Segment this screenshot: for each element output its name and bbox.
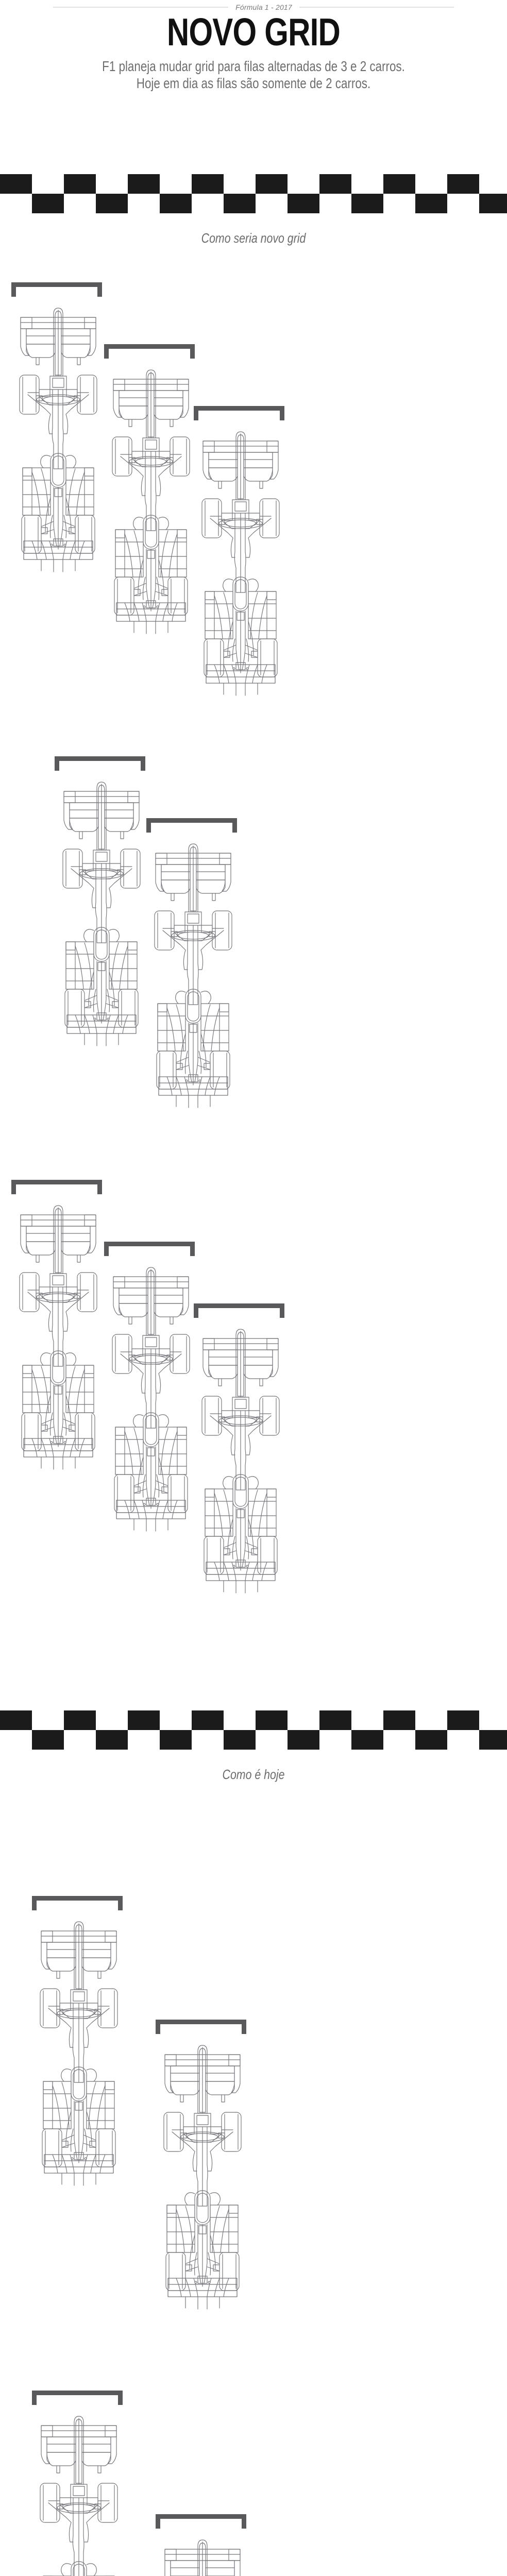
flag-square [447,174,479,194]
flag-square [32,194,64,213]
flag-square [96,194,128,213]
kicker-rule-right [299,7,454,8]
grid-slot-car-1 [9,282,107,587]
grid-slot-car-11 [30,2391,128,2576]
grid-slot-car-5 [144,818,242,1123]
f1-car-top-view [192,422,290,711]
flag-square [351,1730,383,1750]
flag-square [447,1710,479,1730]
f1-car-top-view [154,2036,251,2325]
f1-car-top-view [9,299,107,587]
section-label-current-grid: Como é hoje [222,1767,285,1782]
grid-box-bracket [156,2514,246,2529]
checkered-flag-top [0,174,507,213]
grid-box-bracket [32,2391,123,2405]
flag-square [0,174,32,194]
f1-car-top-view [144,835,242,1123]
grid-box-bracket [194,1303,284,1318]
flag-square [192,174,224,194]
grid-box-bracket [11,1180,102,1194]
grid-slot-car-8 [192,1303,290,1608]
flag-square [160,1730,192,1750]
subtitle-line-1: F1 planeja mudar grid para filas alterna… [102,58,405,74]
grid-slot-car-9 [30,1896,128,2201]
flag-square [288,194,319,213]
flag-square [319,1710,351,1730]
subtitle-line-2: Hoje em dia as filas são somente de 2 ca… [136,75,371,92]
grid-slot-car-3 [192,406,290,711]
flag-square [319,174,351,194]
flag-square [32,1730,64,1750]
grid-slot-car-4 [53,756,150,1061]
flag-square [128,174,160,194]
flag-square [256,174,288,194]
grid-box-bracket [194,406,284,420]
page-title: NOVO GRID [166,10,341,54]
flag-square [64,174,96,194]
kicker-row: Fórmula 1 - 2017 [0,3,507,11]
kicker-rule-left [53,7,229,8]
grid-slot-car-10 [154,2020,251,2325]
flag-square [479,194,507,213]
flag-square [256,1710,288,1730]
grid-box-bracket [156,2020,246,2034]
flag-square [64,1710,96,1730]
grid-box-bracket [146,818,237,833]
flag-square [383,174,415,194]
grid-box-bracket [11,282,102,297]
f1-car-top-view [30,1912,128,2201]
grid-slot-car-6 [9,1180,107,1485]
f1-car-top-view [53,773,150,1061]
flag-square [192,1710,224,1730]
flag-square [415,194,447,213]
kicker-text: Fórmula 1 - 2017 [235,3,292,11]
flag-square [224,194,256,213]
grid-slot-car-2 [102,344,200,649]
f1-car-top-view [192,1320,290,1608]
grid-box-bracket [104,1242,195,1256]
grid-slot-car-7 [102,1242,200,1547]
f1-car-top-view [102,1258,200,1547]
f1-car-top-view [154,2531,251,2576]
f1-car-top-view [30,2407,128,2576]
grid-slot-car-12 [154,2514,251,2576]
page-subtitle: F1 planeja mudar grid para filas alterna… [50,58,456,92]
grid-box-bracket [55,756,145,771]
flag-square [224,1730,256,1750]
flag-square [351,194,383,213]
flag-square [288,1730,319,1750]
flag-square [96,1730,128,1750]
f1-car-top-view [9,1196,107,1485]
section-label-new-grid: Como seria novo grid [201,230,306,246]
f1-car-top-view [102,361,200,649]
flag-square [160,194,192,213]
flag-square [415,1730,447,1750]
grid-box-bracket [104,344,195,359]
grid-box-bracket [32,1896,123,1910]
flag-square [128,1710,160,1730]
flag-square [383,1710,415,1730]
flag-square [0,1710,32,1730]
checkered-flag-middle [0,1710,507,1750]
flag-square [479,1730,507,1750]
